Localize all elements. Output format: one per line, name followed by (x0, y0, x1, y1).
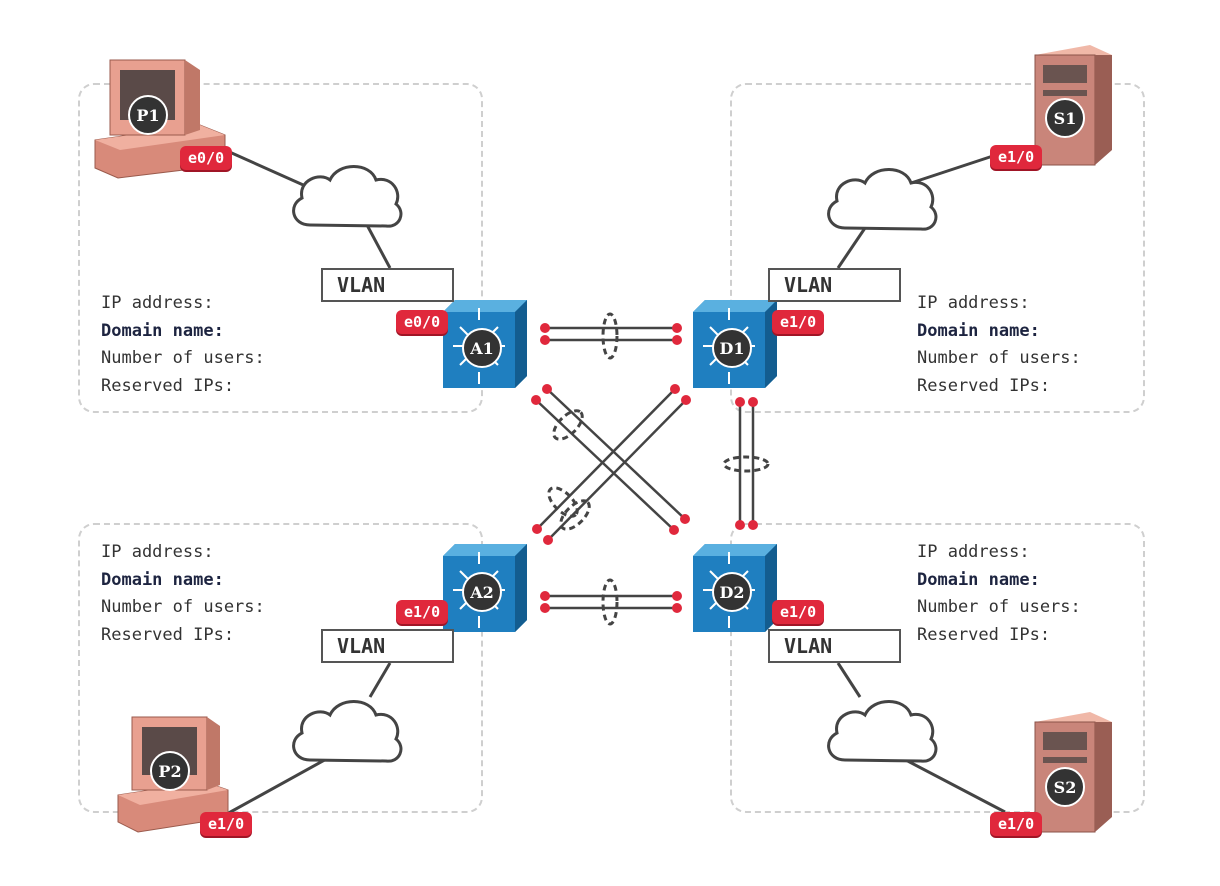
port-badge-s1: e1/0 (990, 145, 1043, 169)
etherchannel-a1-d1 (601, 312, 619, 360)
link-cloud-vlan-tl (365, 224, 392, 269)
port-badge-p2: e1/0 (200, 812, 253, 836)
vlan-box-top-right: VLAN (768, 268, 901, 302)
switch-label-a2: A2 (462, 572, 502, 612)
switch-label-d2: D2 (712, 572, 752, 612)
cloud-icon (292, 165, 403, 228)
number-of-users-label: Number of users: (101, 348, 265, 368)
trunk-links (535, 326, 755, 610)
clouds (292, 165, 938, 763)
zone-bottom-left (78, 523, 483, 813)
etherchannel-d1-d2 (722, 455, 770, 473)
server-icon (1034, 45, 1112, 166)
link-cloud-s2 (899, 755, 1006, 814)
etherchannel-a2-d1-left (547, 486, 579, 518)
port-badge-s2: e1/0 (990, 812, 1043, 836)
switch-label-d1: D1 (712, 328, 752, 368)
port-badge-d1: e1/0 (772, 310, 825, 334)
vlan-box-bottom-right: VLAN (768, 629, 901, 663)
host-label-s1: S1 (1045, 98, 1085, 138)
port-badge-d2: e1/0 (772, 600, 825, 624)
vlan-box-bottom-left: VLAN (321, 629, 454, 663)
zone-top-right (730, 83, 1145, 413)
etherchannel-a1-d2-bottom (559, 499, 591, 531)
link-cloud-vlan-tr (836, 227, 867, 269)
host-label-s2: S2 (1045, 767, 1085, 807)
domain-name-label: Domain name: (917, 320, 1040, 341)
vlan-box-top-left: VLAN (321, 268, 454, 302)
etherchannel-a1-d2-top (552, 409, 584, 441)
cloud-icon (827, 700, 938, 763)
ip-address-label: IP address: (101, 293, 214, 313)
ip-address-label: IP address: (917, 293, 1030, 313)
reserved-ips-label: Reserved IPs: (101, 624, 235, 645)
domain-name-label: Domain name: (101, 569, 224, 590)
host-label-p1: P1 (128, 95, 168, 135)
link-vlan-cloud-bl (368, 662, 392, 698)
zone-top-left (78, 83, 483, 413)
number-of-users-label: Number of users: (917, 597, 1081, 617)
ip-address-label: IP address: (917, 542, 1030, 562)
host-label-p2: P2 (150, 751, 190, 791)
reserved-ips-label: Reserved IPs: (917, 624, 1051, 645)
link-s1-cloud (904, 150, 1006, 187)
number-of-users-label: Number of users: (101, 597, 265, 617)
link-cloud-p2 (224, 755, 331, 817)
info-block-top-left: IP address: Domain name: Number of users… (101, 290, 265, 400)
port-badge-a1: e0/0 (396, 310, 449, 334)
info-block-top-right: IP address: Domain name: Number of users… (917, 290, 1081, 400)
domain-name-label: Domain name: (917, 569, 1040, 590)
switch-label-a1: A1 (462, 328, 502, 368)
number-of-users-label: Number of users: (917, 348, 1081, 368)
zone-bottom-right (730, 523, 1145, 813)
reserved-ips-label: Reserved IPs: (917, 375, 1051, 396)
cloud-icon (827, 168, 938, 231)
port-badge-p1: e0/0 (180, 146, 233, 170)
cloud-icon (292, 700, 403, 763)
etherchannel-a2-d2 (601, 578, 619, 626)
link-vlan-cloud-br (836, 662, 862, 698)
port-badge-a2: e1/0 (396, 600, 449, 624)
host-links (224, 148, 1006, 817)
link-p1-cloud (224, 148, 311, 190)
reserved-ips-label: Reserved IPs: (101, 375, 235, 396)
info-block-bottom-left: IP address: Domain name: Number of users… (101, 539, 265, 649)
domain-name-label: Domain name: (101, 320, 224, 341)
link-endpoints (531, 323, 758, 613)
ip-address-label: IP address: (101, 542, 214, 562)
info-block-bottom-right: IP address: Domain name: Number of users… (917, 539, 1081, 649)
